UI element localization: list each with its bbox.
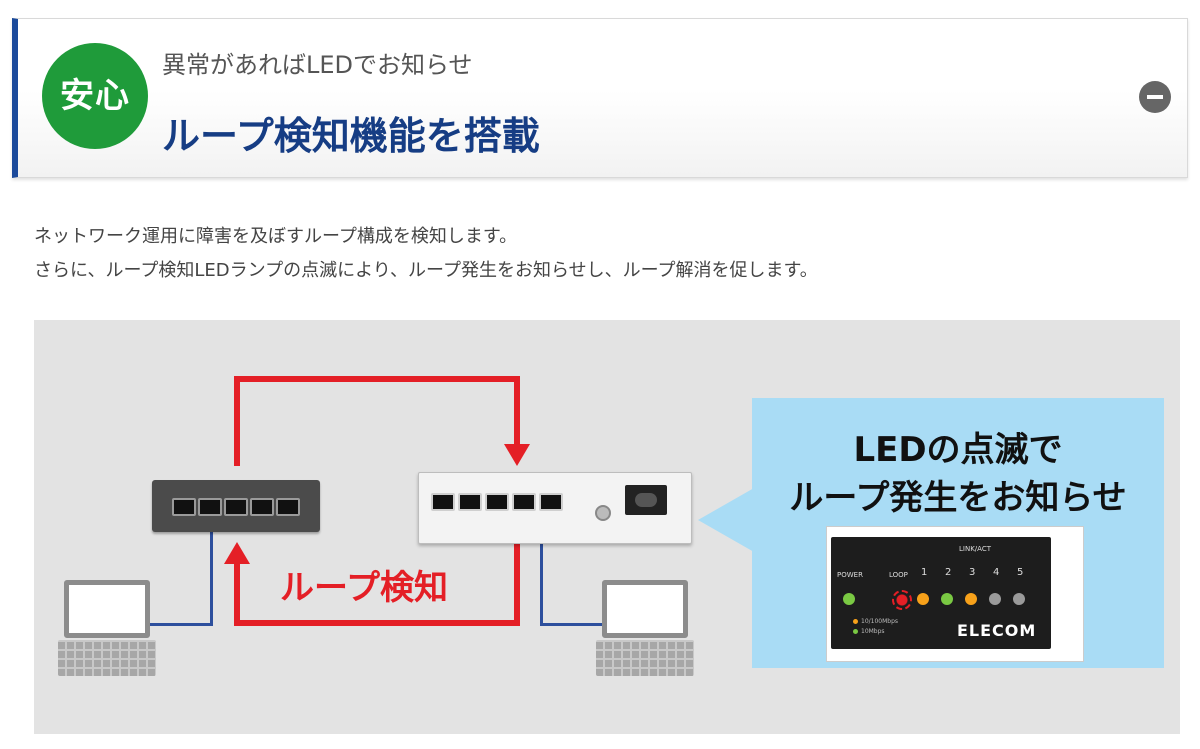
power-jack-icon xyxy=(625,485,667,515)
description-line-1: ネットワーク運用に障害を及ぼすループ構成を検知します。 xyxy=(34,226,518,247)
cable-right-horizontal xyxy=(540,623,604,626)
port-icon xyxy=(539,493,563,511)
port-icon xyxy=(250,498,274,516)
port-3-label: 3 xyxy=(969,567,976,578)
port-icon xyxy=(276,498,300,516)
header-title: ループ検知機能を搭載 xyxy=(162,114,540,158)
port-1-label: 1 xyxy=(921,567,928,578)
link-act-label: LINK/ACT xyxy=(959,545,991,553)
loop-wire-top-left-vertical xyxy=(234,376,240,466)
cable-left-vertical xyxy=(210,506,213,626)
port-icon xyxy=(458,493,482,511)
loop-wire-top-horizontal xyxy=(234,376,520,382)
port-3-led-icon xyxy=(965,593,977,605)
loop-wire-bottom-horizontal xyxy=(234,620,520,626)
anshin-badge: 安心 xyxy=(42,43,148,149)
cable-left-horizontal xyxy=(150,623,213,626)
loop-wire-bottom-left-vertical xyxy=(234,564,240,626)
loop-arrow-up-icon xyxy=(224,542,250,564)
port-2-label: 2 xyxy=(945,567,952,578)
callout-line-2: ループ発生をお知らせ xyxy=(789,478,1127,518)
ground-screw-icon xyxy=(595,505,611,521)
power-led-icon xyxy=(843,593,855,605)
header-subtitle: 異常があればLEDでお知らせ xyxy=(162,51,473,79)
port-1-led-icon xyxy=(917,593,929,605)
cable-right-vertical xyxy=(540,506,543,626)
elecom-logo: ELECOM xyxy=(957,621,1037,640)
switching-hub-dark xyxy=(152,480,320,532)
port-icon xyxy=(198,498,222,516)
speed-10-label: 10Mbps xyxy=(861,628,885,635)
port-icon xyxy=(485,493,509,511)
callout-tail xyxy=(698,488,754,552)
speed-100-led-icon xyxy=(853,619,858,624)
port-2-led-icon xyxy=(941,593,953,605)
port-icon xyxy=(224,498,248,516)
port-icon xyxy=(431,493,455,511)
port-icon xyxy=(172,498,196,516)
loop-led-blinking-icon xyxy=(891,589,913,611)
callout-line-1: LEDの点滅で xyxy=(853,430,1063,470)
port-4-led-icon xyxy=(989,593,1001,605)
loop-arrow-down-icon xyxy=(504,444,530,466)
switching-hub-white xyxy=(418,472,692,544)
loop-led-label: LOOP xyxy=(889,571,908,579)
loop-wire-top-right-vertical xyxy=(514,376,520,448)
led-panel-photo: LINK/ACT POWER LOOP 1 2 3 4 5 10/100Mbps… xyxy=(826,526,1084,662)
feature-header-card: 安心 異常があればLEDでお知らせ ループ検知機能を搭載 xyxy=(12,18,1188,178)
port-5-label: 5 xyxy=(1017,567,1024,578)
speed-10-led-icon xyxy=(853,629,858,634)
led-panel-face: LINK/ACT POWER LOOP 1 2 3 4 5 10/100Mbps… xyxy=(831,537,1051,649)
speed-100-label: 10/100Mbps xyxy=(861,618,899,625)
laptop-left-icon xyxy=(58,580,156,676)
loop-detection-label: ループ検知 xyxy=(280,568,448,608)
laptop-right-icon xyxy=(596,580,694,676)
loop-detection-diagram: ループ検知 LEDの点滅で ループ発生をお知らせ LINK/ACT POWER … xyxy=(34,320,1180,734)
description-line-2: さらに、ループ検知LEDランプの点滅により、ループ発生をお知らせし、ループ解消を… xyxy=(34,260,818,281)
led-callout: LEDの点滅で ループ発生をお知らせ LINK/ACT POWER LOOP 1… xyxy=(752,398,1164,668)
port-4-label: 4 xyxy=(993,567,1000,578)
power-label: POWER xyxy=(837,571,863,579)
collapse-minus-icon[interactable] xyxy=(1139,81,1171,113)
port-icon xyxy=(512,493,536,511)
port-5-led-icon xyxy=(1013,593,1025,605)
loop-wire-bottom-right-vertical xyxy=(514,542,520,626)
